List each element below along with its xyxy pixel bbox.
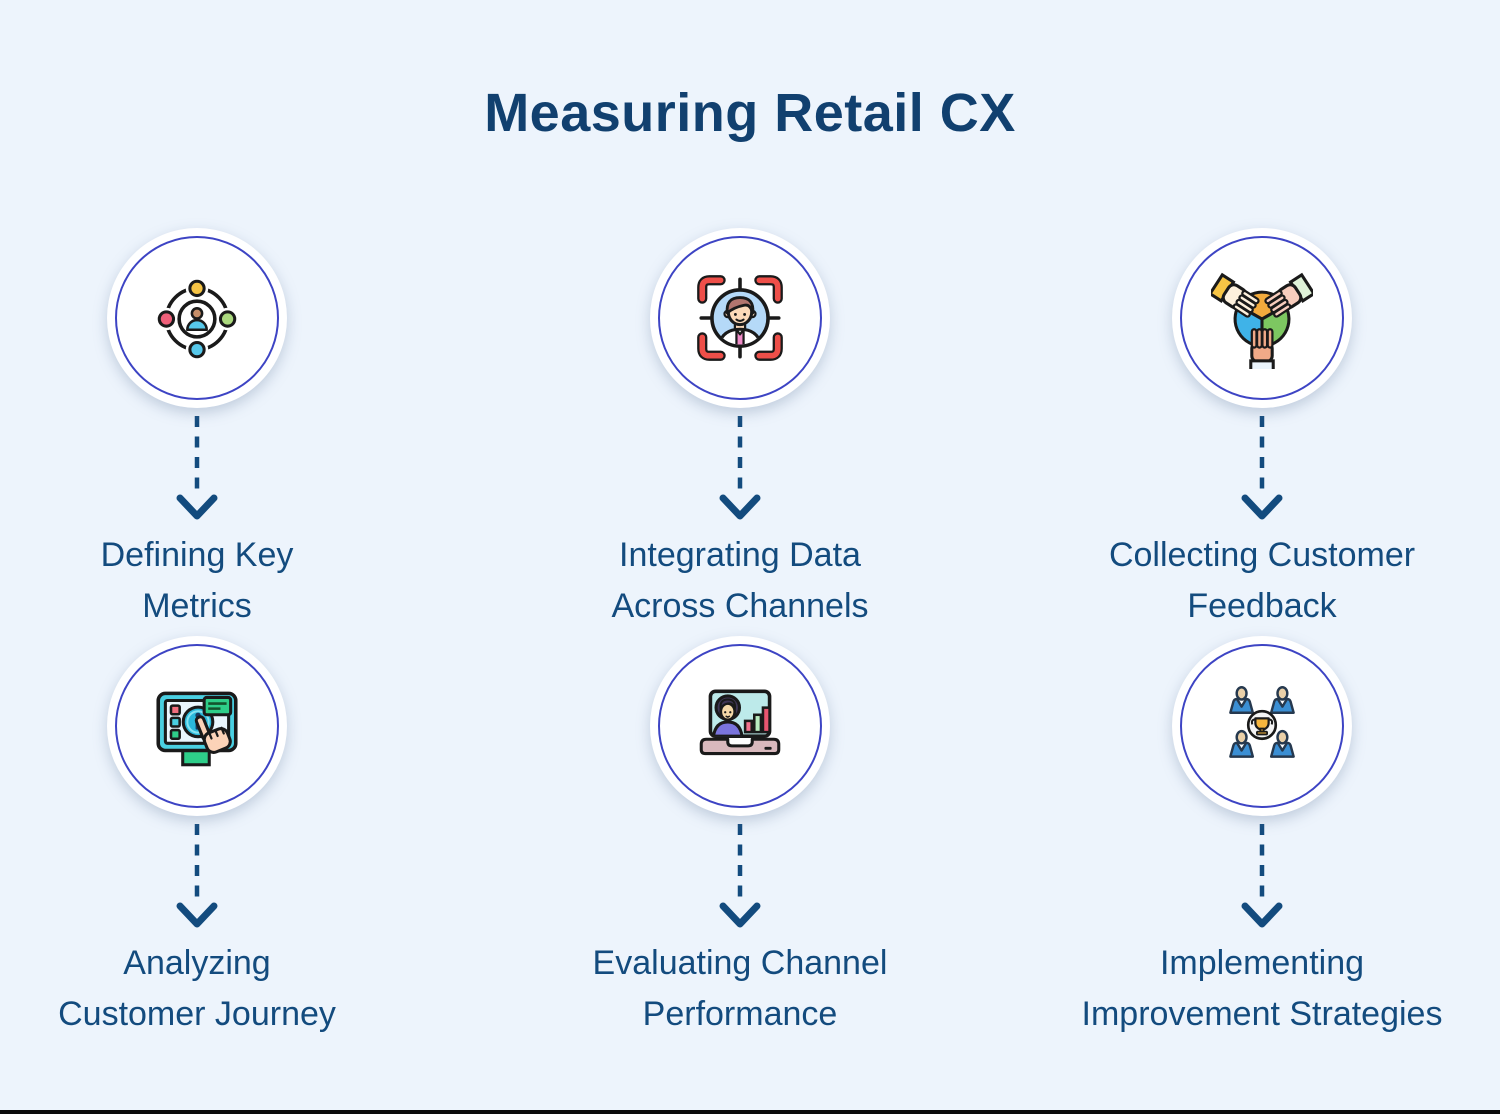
down-arrow-icon (719, 824, 761, 928)
laptop-chart-icon (699, 689, 781, 756)
team-trophy-icon (1229, 686, 1295, 758)
step-label: Analyzing Customer Journey (58, 944, 336, 1033)
step-evaluating-channel-performance: Evaluating Channel Performance (592, 636, 888, 1044)
step-implementing-strategies: Implementing Improvement Strategies (1081, 636, 1443, 1044)
column-2: Integrating Data Across Channels (540, 228, 940, 1044)
down-arrow-icon (176, 416, 218, 520)
step-defining-key-metrics: Defining Key Metrics (100, 228, 294, 636)
page-title: Measuring Retail CX (484, 83, 1016, 143)
step-label: Integrating Data Across Channels (611, 536, 869, 625)
icon-circle (107, 228, 287, 408)
focus-user-icon (697, 275, 783, 361)
step-label: Evaluating Channel Performance (592, 944, 888, 1033)
down-arrow-icon (1241, 824, 1283, 928)
orbit-user-icon (155, 277, 239, 361)
step-label: Defining Key Metrics (100, 536, 294, 625)
icon-circle (1172, 636, 1352, 816)
hands-together-icon (1211, 272, 1313, 369)
bottom-divider (0, 1110, 1500, 1114)
bottom-margin (0, 1114, 1500, 1119)
down-arrow-icon (176, 824, 218, 928)
step-analyzing-customer-journey: Analyzing Customer Journey (58, 636, 336, 1044)
step-label: Collecting Customer Feedback (1108, 536, 1416, 625)
down-arrow-icon (719, 416, 761, 520)
icon-circle (107, 636, 287, 816)
column-3: Collecting Customer Feedback (1032, 228, 1492, 1044)
step-collecting-feedback: Collecting Customer Feedback (1109, 228, 1415, 636)
kiosk-info-icon (156, 691, 238, 767)
icon-circle (649, 228, 830, 408)
down-arrow-icon (1241, 416, 1283, 520)
step-integrating-data: Integrating Data Across Channels (611, 228, 869, 636)
step-label: Implementing Improvement Strategies (1081, 944, 1443, 1033)
icon-circle (649, 636, 830, 816)
icon-circle (1172, 228, 1352, 408)
column-1: Defining Key Metrics (0, 228, 394, 1044)
